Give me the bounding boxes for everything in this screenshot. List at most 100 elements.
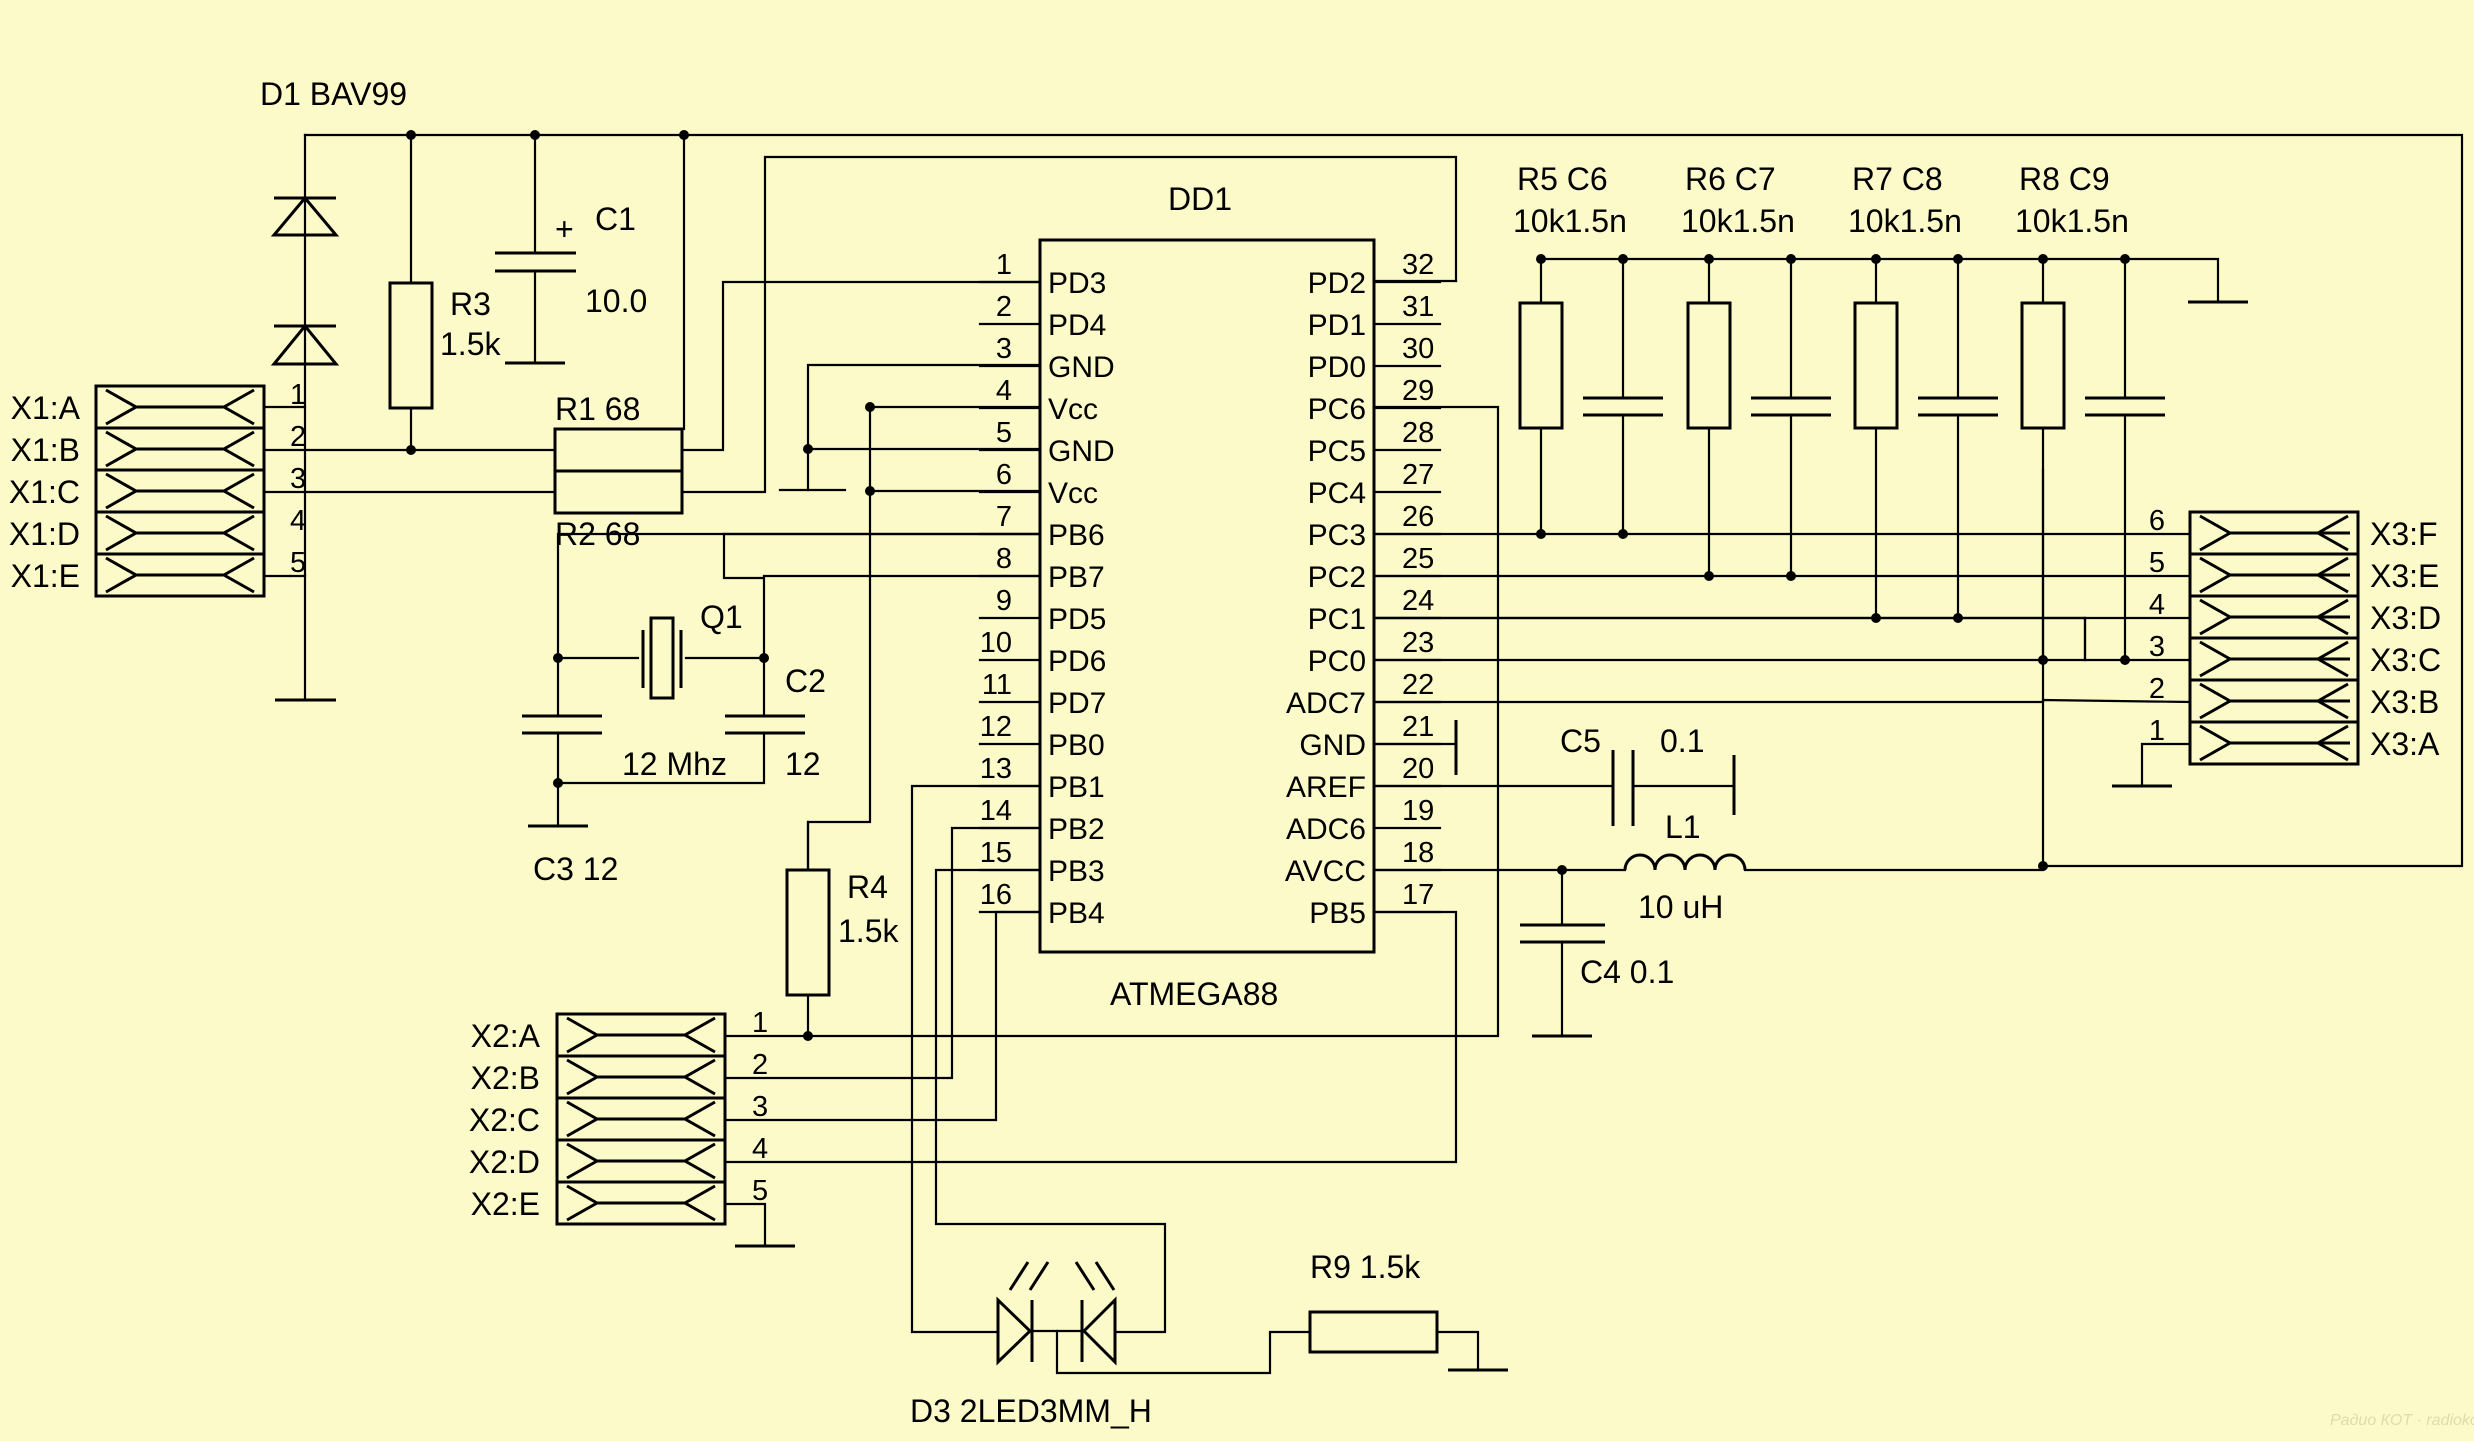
connector-contact-icon <box>681 1100 716 1138</box>
c2-value-label: 12 <box>785 746 821 782</box>
connector-label: X3:B <box>2370 684 2439 720</box>
connector-contact-icon <box>566 1184 601 1222</box>
chip-pin-number: 32 <box>1402 249 1434 281</box>
chip-pin-number: 11 <box>982 669 1012 701</box>
chip-pin-name: AVCC <box>1285 855 1366 888</box>
connector-label: X2:C <box>469 1102 540 1138</box>
connector-label: X1:B <box>11 432 80 468</box>
connector-contact-icon <box>566 1100 601 1138</box>
x1-wires <box>262 405 557 578</box>
x3-wires <box>1372 468 2192 868</box>
chip-pin-name: PB5 <box>1309 897 1366 930</box>
connector-pin-number: 5 <box>752 1175 768 1207</box>
r3-ref-label: R3 <box>450 286 491 322</box>
connector-contact-icon <box>2314 640 2349 678</box>
connector-contact-icon <box>105 388 140 426</box>
connector-contact-icon <box>681 1016 716 1054</box>
r4-value-label: 1.5k <box>838 913 899 949</box>
connector-contact-icon <box>681 1142 716 1180</box>
chip-pin-name: PB0 <box>1048 729 1105 762</box>
rc-value-label: 10k1.5n <box>1848 203 1962 239</box>
crystal-label: 12 Mhz <box>622 746 727 782</box>
chip-pin-name: PD7 <box>1048 687 1106 720</box>
chip-pin-number: 13 <box>980 753 1012 785</box>
connector-label: X2:A <box>471 1018 541 1054</box>
connector-pin-number: 5 <box>2149 547 2165 579</box>
chip-pin-name: PC1 <box>1308 603 1366 636</box>
chip-part-label: ATMEGA88 <box>1110 976 1278 1012</box>
chip-pin-number: 7 <box>996 501 1012 533</box>
chip-pin-number: 24 <box>1402 585 1434 617</box>
chip-pin-name: PB7 <box>1048 561 1105 594</box>
chip-pin-name: PB3 <box>1048 855 1105 888</box>
chip-pin-name: AREF <box>1286 771 1366 804</box>
connector-pin-number: 1 <box>752 1007 768 1039</box>
connector-label: X1:D <box>9 516 80 552</box>
rc-value-label: 10k1.5n <box>2015 203 2129 239</box>
chip-pin-name: PB4 <box>1048 897 1105 930</box>
chip-pin-name: PC4 <box>1308 477 1366 510</box>
r9-label: R9 1.5k <box>1310 1249 1421 1285</box>
connector-label: X1:A <box>11 390 81 426</box>
rc-resistor <box>1518 301 1564 430</box>
connector-pin-number: 4 <box>2149 589 2165 621</box>
chip-pin-number: 16 <box>980 879 1012 911</box>
chip-pin-name: PB1 <box>1048 771 1105 804</box>
connector-contact-icon <box>566 1142 601 1180</box>
chip-pin-number: 5 <box>996 417 1012 449</box>
chip-pin-name: PC2 <box>1308 561 1366 594</box>
rc-ref-label: R8 C9 <box>2019 161 2110 197</box>
connector-pin-number: 4 <box>752 1133 768 1165</box>
connector-label: X3:A <box>2370 726 2440 762</box>
connector-label: X2:E <box>471 1186 540 1222</box>
connector-contact-icon <box>2314 682 2349 720</box>
c1-capacitor <box>495 133 576 365</box>
chip-pin-number: 31 <box>1402 291 1434 323</box>
connector-contact-icon <box>681 1184 716 1222</box>
connector-pin-number: 1 <box>2149 715 2165 747</box>
chip-pin-name: PC0 <box>1308 645 1366 678</box>
rc-ref-label: R5 C6 <box>1517 161 1608 197</box>
rc-resistor <box>1686 301 1732 430</box>
r1-r2-resistors <box>553 133 1458 515</box>
watermark: Радио КОТ · radiokot.ru <box>2330 1412 2474 1429</box>
atmega88-chip <box>1038 238 1376 954</box>
l1-value-label: 10 uH <box>1638 889 1723 925</box>
chip-pin-number: 18 <box>1402 837 1434 869</box>
chip-pin-number: 30 <box>1402 333 1434 365</box>
connector-pin-number: 2 <box>290 421 306 453</box>
chip-pin-name: PB6 <box>1048 519 1105 552</box>
rc-ref-label: R6 C7 <box>1685 161 1776 197</box>
chip-pin-number: 25 <box>1402 543 1434 575</box>
connector-contact-icon <box>105 514 140 552</box>
connector-contact-icon <box>566 1016 601 1054</box>
rc-value-label: 10k1.5n <box>1513 203 1627 239</box>
connector-contact-icon <box>2314 724 2349 762</box>
rc-value-label: 10k1.5n <box>1681 203 1795 239</box>
chip-pin-number: 2 <box>996 291 1012 323</box>
chip-pin-name: ADC6 <box>1286 813 1366 846</box>
connector-label: X1:C <box>9 474 80 510</box>
d3-led-pair <box>910 784 1312 1375</box>
connector-contact-icon <box>220 556 255 594</box>
chip-pin-name: GND <box>1048 351 1115 384</box>
x2-wires <box>723 405 1500 1248</box>
r9-resistor <box>1308 1310 1508 1372</box>
chip-pin-number: 8 <box>996 543 1012 575</box>
chip-pin-number: 1 <box>996 249 1012 281</box>
chip-pin-name: Vcc <box>1048 393 1098 426</box>
connector-contact-icon <box>566 1058 601 1096</box>
chip-pin-number: 21 <box>1402 711 1434 743</box>
chip-pin-name: ADC7 <box>1286 687 1366 720</box>
c2-ref-label: C2 <box>785 663 826 699</box>
connector-label: X3:C <box>2370 642 2441 678</box>
connector-pin-number: 3 <box>752 1091 768 1123</box>
chip-pin-number: 22 <box>1402 669 1434 701</box>
connector-label: X2:D <box>469 1144 540 1180</box>
chip-pin-number: 12 <box>980 711 1012 743</box>
c3-label: C3 12 <box>533 851 618 887</box>
rc-resistor <box>2020 301 2066 430</box>
chip-pin-name: PD2 <box>1308 267 1366 300</box>
connector-pin-number: 2 <box>752 1049 768 1081</box>
connector-contact-icon <box>2199 724 2234 762</box>
